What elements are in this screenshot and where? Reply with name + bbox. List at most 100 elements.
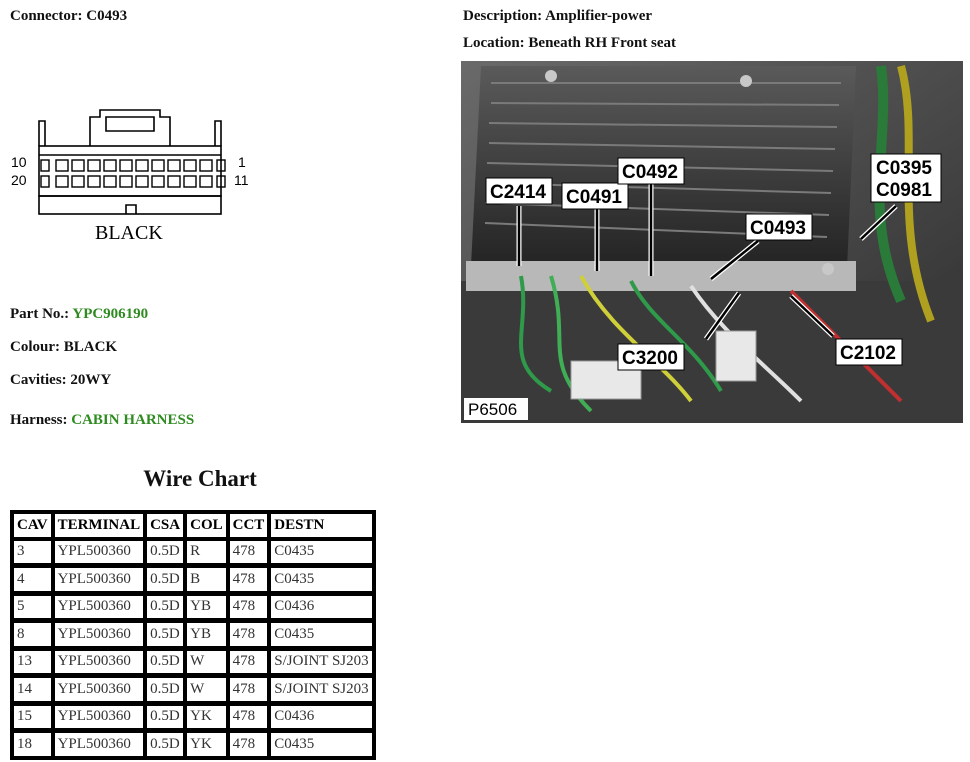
cell-cav: 18	[12, 730, 53, 758]
cell-cct: 478	[227, 675, 270, 703]
col-header-col: COL	[185, 512, 228, 539]
part-no-link[interactable]: YPC906190	[72, 306, 149, 322]
cell-destn: C0435	[269, 730, 374, 758]
cell-cct: 478	[227, 592, 270, 620]
connector-cavity	[71, 159, 85, 172]
location-line: Location: Beneath RH Front seat	[463, 35, 676, 52]
connector-cavity	[119, 159, 133, 172]
cell-terminal: YPL500360	[52, 538, 146, 565]
col-header-destn: DESTN	[269, 512, 374, 539]
pin-label-1: 1	[238, 154, 246, 170]
cell-col: YK	[185, 702, 228, 730]
harness-link[interactable]: CABIN HARNESS	[71, 412, 195, 428]
cell-terminal: YPL500360	[52, 620, 146, 648]
connector-end-slot	[40, 159, 50, 172]
callout-c2102: C2102	[840, 343, 896, 364]
cell-destn: S/JOINT SJ203	[269, 647, 374, 675]
connector-cavity	[87, 159, 101, 172]
photo-id-label: P6506	[468, 400, 517, 419]
cavities-line: Cavities: 20WY	[10, 372, 111, 389]
col-header-csa: CSA	[145, 512, 186, 539]
cell-csa: 0.5D	[145, 538, 186, 565]
colour-line: Colour: BLACK	[10, 339, 117, 356]
connector-cavity	[167, 175, 181, 188]
cell-terminal: YPL500360	[52, 565, 146, 593]
cell-cav: 8	[12, 620, 53, 648]
cell-cav: 13	[12, 647, 53, 675]
part-no-label: Part No.:	[10, 306, 70, 322]
cell-cct: 478	[227, 702, 270, 730]
cell-destn: C0436	[269, 702, 374, 730]
connector-cavity	[151, 175, 165, 188]
callout-c0981: C0981	[876, 180, 932, 201]
description-label: Description:	[463, 8, 543, 24]
wire-chart-title: Wire Chart	[143, 466, 257, 491]
callout-c2414: C2414	[490, 182, 546, 203]
cell-terminal: YPL500360	[52, 592, 146, 620]
part-no-line: Part No.: YPC906190	[10, 306, 148, 323]
cavities-label: Cavities:	[10, 372, 67, 388]
cell-csa: 0.5D	[145, 592, 186, 620]
wire-chart-header-row: CAV TERMINAL CSA COL CCT DESTN	[12, 512, 374, 539]
pin-label-11: 11	[234, 172, 249, 188]
cell-csa: 0.5D	[145, 702, 186, 730]
connector-id: C0493	[86, 8, 128, 24]
callout-c0492: C0492	[622, 162, 678, 183]
cell-csa: 0.5D	[145, 620, 186, 648]
connector-cavity	[87, 175, 101, 188]
cell-terminal: YPL500360	[52, 675, 146, 703]
connector-heading: Connector: C0493	[10, 8, 127, 25]
col-header-terminal: TERMINAL	[52, 512, 146, 539]
connector-cavity	[119, 175, 133, 188]
cavities-value: 20WY	[70, 372, 112, 388]
location-photo: C2414 C0491 C0492 C0493 C0395 C0981 C320…	[461, 61, 963, 423]
cell-terminal: YPL500360	[52, 702, 146, 730]
cell-csa: 0.5D	[145, 565, 186, 593]
connector-cavity	[55, 159, 69, 172]
harness-label: Harness:	[10, 412, 68, 428]
callout-c0395: C0395	[876, 158, 932, 179]
connector-face-diagram: 10 20 1 11 BLACK	[8, 105, 268, 255]
cell-col: YK	[185, 730, 228, 758]
cell-terminal: YPL500360	[52, 730, 146, 758]
cell-col: YB	[185, 592, 228, 620]
cell-destn: C0435	[269, 538, 374, 565]
cell-csa: 0.5D	[145, 675, 186, 703]
col-header-cav: CAV	[12, 512, 53, 539]
callout-c3200: C3200	[622, 348, 678, 369]
cell-cav: 4	[12, 565, 53, 593]
connector-cavity	[199, 175, 213, 188]
connector-cavity	[103, 159, 117, 172]
cell-cct: 478	[227, 730, 270, 758]
location-label: Location:	[463, 35, 525, 51]
connector-cavity	[151, 159, 165, 172]
cell-cct: 478	[227, 565, 270, 593]
cell-destn: C0435	[269, 620, 374, 648]
connector-end-slot	[216, 175, 226, 188]
connector-cavity	[183, 175, 197, 188]
connector-color-label: BLACK	[95, 222, 163, 244]
cell-cct: 478	[227, 620, 270, 648]
cell-csa: 0.5D	[145, 730, 186, 758]
cell-cav: 15	[12, 702, 53, 730]
connector-cavity	[135, 159, 149, 172]
callout-c0493: C0493	[750, 218, 806, 239]
connector-cavity	[55, 175, 69, 188]
connector-cavity	[183, 159, 197, 172]
connector-end-slot	[40, 175, 50, 188]
cell-destn: C0436	[269, 592, 374, 620]
colour-value: BLACK	[63, 339, 118, 355]
harness-line: Harness: CABIN HARNESS	[10, 412, 194, 429]
connector-label: Connector:	[10, 8, 83, 24]
cell-col: YB	[185, 620, 228, 648]
pin-label-10: 10	[11, 154, 27, 170]
connector-cavity	[167, 159, 181, 172]
